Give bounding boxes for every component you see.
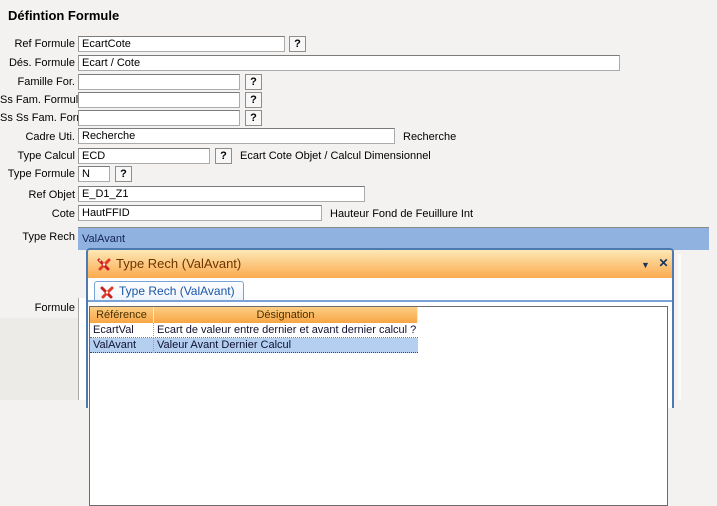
cote-description: Hauteur Fond de Feuillure Int: [330, 208, 474, 220]
popup-title: Type Rech (ValAvant): [116, 256, 242, 271]
page-title: Défintion Formule: [8, 8, 120, 23]
tab-type-rech[interactable]: Type Rech (ValAvant): [94, 281, 244, 300]
field-label-formule: Formule: [34, 302, 75, 314]
formule-field-edge: [78, 298, 86, 400]
close-icon[interactable]: ✕: [656, 255, 671, 271]
type-calcul-description: Ecart Cote Objet / Calcul Dimensionnel: [240, 150, 431, 162]
panel-divider: [678, 254, 681, 400]
cell-designation: Ecart de valeur entre dernier et avant d…: [157, 324, 417, 336]
ref-formule-input[interactable]: [78, 36, 285, 52]
cote-input[interactable]: [78, 205, 322, 221]
field-label-ref-objet: Ref Objet: [28, 189, 75, 201]
popup-tabstrip: Type Rech (ValAvant): [88, 278, 672, 302]
cadre-uti-input[interactable]: [78, 128, 395, 144]
type-rech-field[interactable]: ValAvant: [78, 227, 709, 250]
help-button-famille-for[interactable]: ?: [245, 74, 262, 90]
tools-icon: [100, 285, 114, 302]
results-grid: Référence Désignation EcartVal Ecart de …: [90, 307, 418, 353]
ss-fam-formule-input[interactable]: [78, 92, 240, 108]
help-button-ss-fam-formule[interactable]: ?: [245, 92, 262, 108]
results-groupbox: Référence Désignation EcartVal Ecart de …: [89, 306, 668, 506]
field-label-ref-formule: Ref Formule: [14, 38, 75, 50]
field-label-type-rech: Type Rech: [22, 231, 75, 243]
field-label-des-formule: Dés. Formule: [8, 57, 75, 69]
collapse-chevron-icon[interactable]: ▼: [638, 255, 653, 271]
type-calcul-input[interactable]: [78, 148, 210, 164]
cadre-uti-description: Recherche: [403, 131, 457, 143]
grid-header: Référence Désignation: [90, 307, 418, 323]
ref-objet-input[interactable]: [78, 186, 365, 202]
popup-titlebar[interactable]: Type Rech (ValAvant) ▼ ✕: [88, 250, 672, 278]
type-formule-input[interactable]: [78, 166, 110, 182]
ss-ss-fam-form-input[interactable]: [78, 110, 240, 126]
tab-label: Type Rech (ValAvant): [119, 284, 235, 298]
field-label-type-calcul: Type Calcul: [17, 150, 75, 162]
field-label-ss-ss-fam-form: Ss Ss Fam. Form: [0, 112, 86, 124]
field-label-cadre-uti: Cadre Uti.: [25, 131, 75, 143]
column-header-designation[interactable]: Désignation: [154, 307, 418, 323]
tools-icon: [97, 257, 111, 276]
famille-for-input[interactable]: [78, 74, 240, 90]
help-button-ref-formule[interactable]: ?: [289, 36, 306, 52]
field-label-famille-for: Famille For.: [17, 76, 75, 88]
table-row-selected[interactable]: ValAvant Valeur Avant Dernier Calcul: [90, 338, 418, 353]
table-row[interactable]: EcartVal Ecart de valeur entre dernier e…: [90, 323, 418, 338]
help-button-ss-ss-fam-form[interactable]: ?: [245, 110, 262, 126]
type-rech-popup-window: Type Rech (ValAvant) ▼ ✕ Type Rech (ValA…: [86, 248, 674, 506]
cell-designation: Valeur Avant Dernier Calcul: [157, 339, 292, 351]
des-formule-input[interactable]: [78, 55, 620, 71]
field-label-ss-fam-formule: Ss Fam. Formule: [0, 94, 85, 106]
help-button-type-formule[interactable]: ?: [115, 166, 132, 182]
field-label-type-formule: Type Formule: [7, 168, 75, 180]
column-header-reference[interactable]: Référence: [90, 307, 154, 323]
background-panel: [0, 318, 78, 400]
cell-reference: EcartVal: [90, 323, 154, 338]
field-label-cote: Cote: [51, 208, 75, 220]
formula-definition-form: Défintion Formule Ref Formule ? Dés. For…: [0, 8, 709, 506]
help-button-type-calcul[interactable]: ?: [215, 148, 232, 164]
cell-reference: ValAvant: [90, 338, 154, 353]
